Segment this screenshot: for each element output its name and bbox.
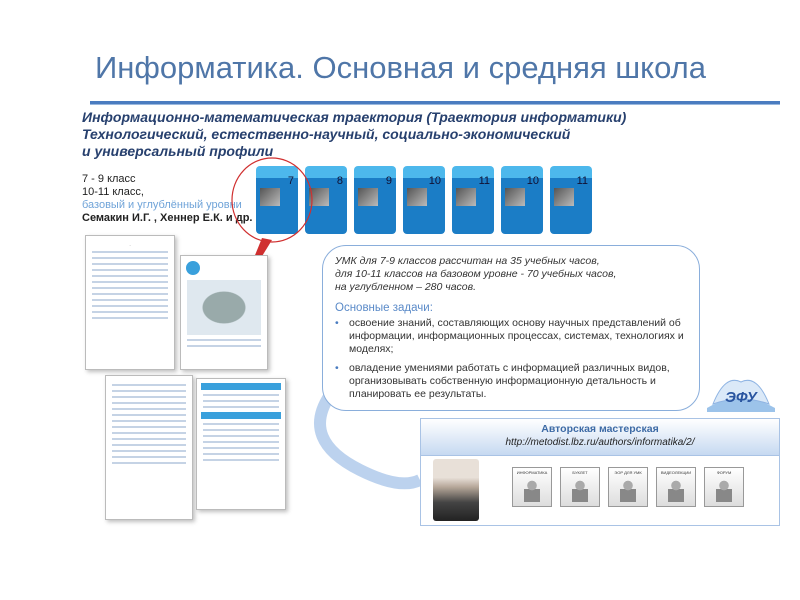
figure-icon <box>668 480 684 502</box>
authors-suffix: и др. <box>222 212 253 224</box>
figure-icon <box>716 480 732 502</box>
textbook-cover[interactable]: 10 <box>501 166 543 234</box>
author-workshop-link[interactable]: http://metodist.lbz.ru/authors/informati… <box>505 437 695 448</box>
cover-image <box>456 188 476 206</box>
cover-image <box>407 188 427 206</box>
cover-image <box>554 188 574 206</box>
decor-arc <box>314 391 423 490</box>
subtitle-line: Информационно-математическая траектория … <box>82 109 627 125</box>
resource-icon-label: ИНФОРМАТИКА <box>516 470 548 475</box>
cover-image <box>309 188 329 206</box>
figure-icon <box>524 480 540 502</box>
grade-range: 10-11 класс, <box>82 186 144 198</box>
textbook-grade: 10 <box>428 175 441 187</box>
resource-icon-label: ФОРУМ <box>716 470 732 475</box>
course-info-callout: УМК для 7-9 классов рассчитан на 35 учеб… <box>322 245 700 411</box>
document-page-map <box>180 255 268 370</box>
author-photo <box>433 459 479 521</box>
textbook-cover[interactable]: 11 <box>452 166 494 234</box>
cover-image <box>260 188 280 206</box>
authors-names: Семакин И.Г. , Хеннер Е.К. <box>82 212 223 224</box>
subtitle-line: и универсальный профили <box>82 143 274 159</box>
resource-icon-label: ЭОР ДЛЯ УМК <box>614 470 642 475</box>
textbook-grade: 7 <box>287 175 294 187</box>
resource-icon-label: ВИДЕОЛЕКЦИИ <box>660 470 692 475</box>
hours-line: УМК для 7-9 классов рассчитан на 35 учеб… <box>335 255 600 267</box>
slide-title: Информатика. Основная и средняя школа <box>95 50 706 85</box>
tasks-list: освоение знаний, составляющих основу нау… <box>335 317 687 401</box>
hours-line: на углубленном – 280 часов. <box>335 281 477 293</box>
subtitle-line: Технологический, естественно-научный, со… <box>82 126 571 142</box>
task-item: овладение умениями работать с информацие… <box>335 362 687 401</box>
figure-icon <box>572 480 588 502</box>
textbook-grade: 8 <box>336 175 343 187</box>
textbook-cover[interactable]: 7 <box>256 166 298 234</box>
authors: Семакин И.Г. , Хеннер Е.К. и др. <box>82 212 252 224</box>
resource-icon-label: БУКЛЕТ <box>572 470 588 475</box>
resource-icon-button[interactable]: ФОРУМ <box>704 467 744 507</box>
textbook-cover[interactable]: 11 <box>550 166 592 234</box>
author-workshop-panel: Авторская мастерская http://metodist.lbz… <box>420 418 780 526</box>
textbook-cover[interactable]: 10 <box>403 166 445 234</box>
textbook-grade: 11 <box>576 175 588 187</box>
cover-image <box>358 188 378 206</box>
levels: базовый и углублённый уровни <box>82 199 242 211</box>
task-item: освоение знаний, составляющих основу нау… <box>335 317 687 356</box>
hours-line: для 10-11 классов на базовом уровне - 70… <box>335 268 617 280</box>
efu-logo-text: ЭФУ <box>725 389 759 406</box>
document-page-exercises <box>196 378 286 510</box>
tasks-heading: Основные задачи: <box>335 302 433 314</box>
textbook-grade: 10 <box>526 175 539 187</box>
author-workshop-title: Авторская мастерская <box>541 423 659 435</box>
grade-range: 7 - 9 класс <box>82 173 136 185</box>
figure-icon <box>620 480 636 502</box>
cover-image <box>505 188 525 206</box>
document-page-contents: . <box>85 235 175 370</box>
textbook-grade: 9 <box>385 175 392 187</box>
textbook-grade: 11 <box>478 175 490 187</box>
resource-icon-button[interactable]: ВИДЕОЛЕКЦИИ <box>656 467 696 507</box>
document-page-text <box>105 375 193 520</box>
title-divider <box>90 101 780 105</box>
textbook-cover[interactable]: 9 <box>354 166 396 234</box>
resource-icon-button[interactable]: БУКЛЕТ <box>560 467 600 507</box>
resource-icon-button[interactable]: ИНФОРМАТИКА <box>512 467 552 507</box>
efu-logo: ЭФУ <box>707 379 775 412</box>
author-workshop-header: Авторская мастерская http://metodist.lbz… <box>421 419 779 456</box>
highlight-circle <box>231 157 313 243</box>
resource-icon-button[interactable]: ЭОР ДЛЯ УМК <box>608 467 648 507</box>
